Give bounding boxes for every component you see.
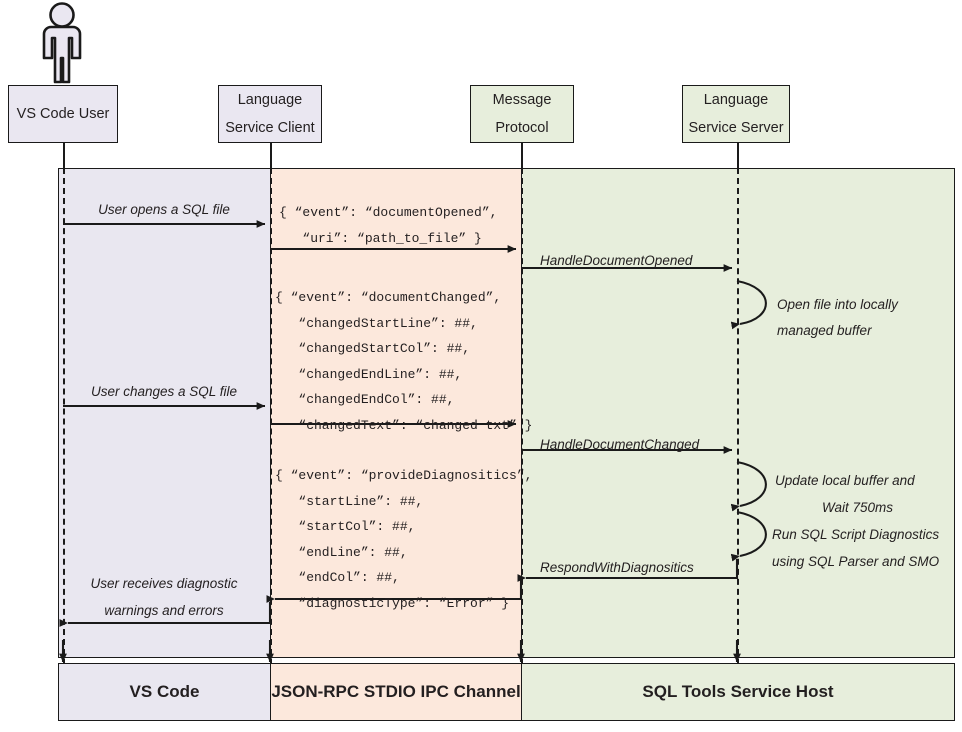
lifeline-stub-vscode-user — [63, 143, 65, 169]
self-loop-run-diagnostics — [730, 510, 767, 562]
arrow-respond-with-diagnostics — [517, 559, 739, 582]
footer-service-host: SQL Tools Service Host — [521, 663, 955, 721]
payload-document-opened: { “event”: “documentOpened”, “uri”: “pat… — [279, 205, 498, 246]
label-user-receives-line1: User receives diagnostic — [90, 576, 238, 591]
label-handle-document-changed: HandleDocumentChanged — [540, 437, 700, 452]
lifeline-stub-language-server — [737, 143, 739, 169]
lifeline-header-language-client[interactable]: Language Service Client — [218, 85, 322, 143]
footer-label-vscode: VS Code — [129, 682, 200, 701]
lifeline-label-line1: Message — [492, 91, 552, 108]
footer-label-host: SQL Tools Service Host — [642, 682, 834, 701]
band-vscode — [58, 168, 271, 658]
arrow-user-receives — [59, 602, 272, 627]
footer-ipc-channel: JSON-RPC STDIO IPC Channel — [270, 663, 522, 721]
payload-document-changed: { “event”: “documentChanged”, “changedSt… — [275, 290, 533, 433]
lifeline-header-message-protocol[interactable]: Message Protocol — [470, 85, 574, 143]
footer-vscode: VS Code — [58, 663, 271, 721]
label-respond-with-diagnostics: RespondWithDiagnositics — [540, 560, 694, 575]
self-loop-open-file — [730, 279, 767, 330]
arrow-provide-diagnostics — [266, 580, 523, 603]
lifeline-label-line2: Service Server — [688, 120, 784, 136]
lifeline-header-vscode-user[interactable]: VS Code User — [8, 85, 118, 143]
label-self-open-file-line2: managed buffer — [777, 323, 872, 338]
label-handle-document-opened: HandleDocumentOpened — [540, 253, 693, 268]
self-loop-update-buffer — [730, 460, 767, 512]
label-user-opens: User opens a SQL file — [98, 202, 230, 217]
lifeline-stub-message-protocol — [521, 143, 523, 169]
label-self-run-diagnostics-line2: using SQL Parser and SMO — [772, 554, 940, 569]
label-self-update-buffer-line2: Wait 750ms — [822, 500, 894, 515]
lifeline-vscode-user — [63, 168, 65, 665]
lifeline-header-language-server[interactable]: Language Service Server — [682, 85, 790, 143]
label-self-open-file-line1: Open file into locally — [777, 297, 898, 312]
lifeline-stub-language-client — [270, 143, 272, 169]
lifeline-label-line1: VS Code User — [16, 105, 110, 122]
footer-label-ipc: JSON-RPC STDIO IPC Channel — [271, 682, 521, 701]
label-user-changes: User changes a SQL file — [90, 384, 238, 399]
lifeline-label-line2: Protocol — [495, 120, 549, 136]
label-self-run-diagnostics-line1: Run SQL Script Diagnostics — [772, 527, 940, 542]
lifeline-language-client — [270, 168, 272, 665]
lifeline-label-line2: Service Client — [225, 120, 315, 136]
stick-figure-actor — [42, 2, 82, 84]
lifeline-label-line1: Language — [703, 91, 769, 108]
label-self-update-buffer-line1: Update local buffer and — [775, 473, 915, 488]
lifeline-message-protocol — [521, 168, 523, 665]
lifeline-language-server — [737, 168, 739, 665]
lifeline-label-line1: Language — [237, 91, 303, 108]
label-user-receives-line2: warnings and errors — [104, 603, 224, 618]
payload-provide-diagnostics: { “event”: “provideDiagnositics”, “start… — [275, 468, 533, 611]
